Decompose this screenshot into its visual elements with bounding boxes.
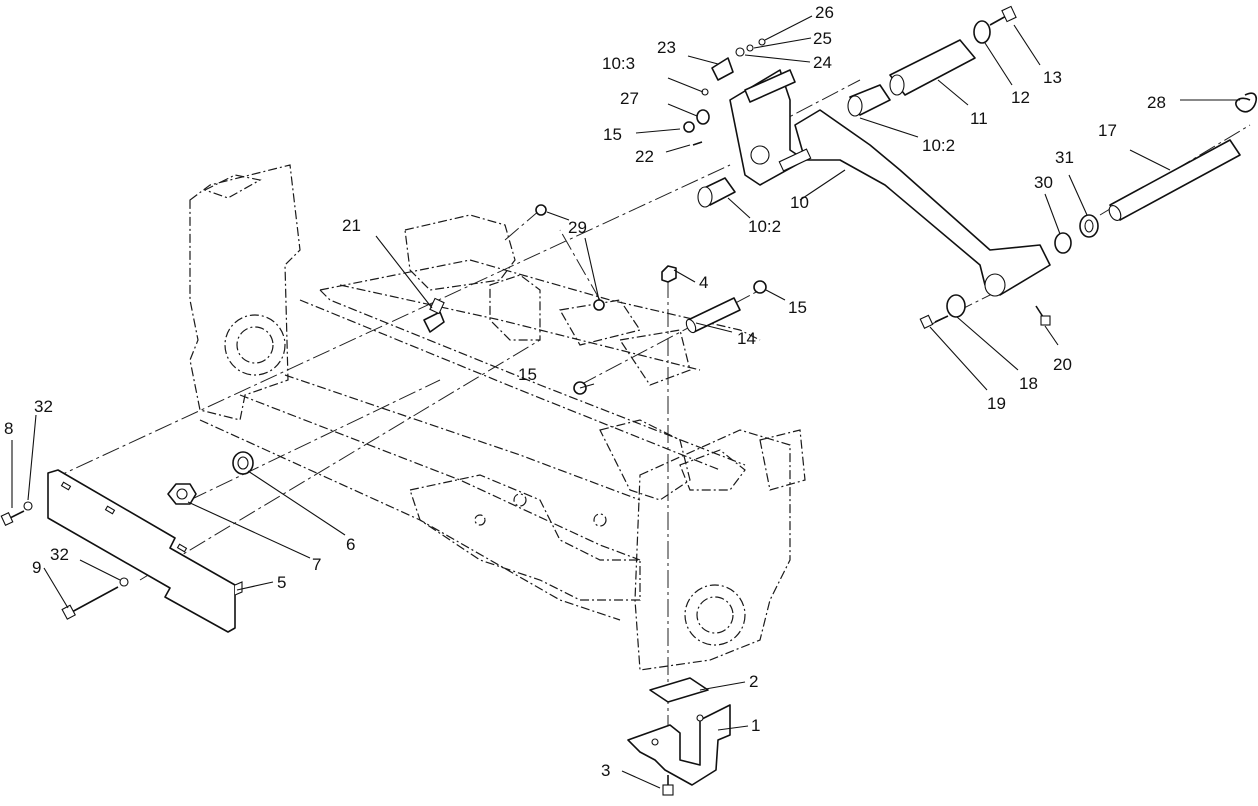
callout-3: 3 bbox=[601, 761, 610, 780]
callout-17: 17 bbox=[1098, 121, 1117, 140]
callout-15-lower: 15 bbox=[518, 365, 537, 384]
pad-2 bbox=[649, 677, 709, 703]
callout-30: 30 bbox=[1034, 173, 1053, 192]
callout-13: 13 bbox=[1043, 68, 1062, 87]
callout-10: 10 bbox=[790, 193, 809, 212]
clip-15-right bbox=[753, 280, 767, 294]
callout-23: 23 bbox=[657, 38, 676, 57]
callout-32-bottom: 32 bbox=[50, 545, 69, 564]
bolt-3 bbox=[662, 775, 674, 796]
callout-24: 24 bbox=[813, 53, 832, 72]
bushing-10-2-upper bbox=[847, 84, 891, 117]
callout-8: 8 bbox=[4, 419, 13, 438]
callout-26: 26 bbox=[815, 3, 834, 22]
pin-17 bbox=[1108, 139, 1241, 221]
washer-30 bbox=[1054, 232, 1072, 254]
washer-27 bbox=[696, 109, 710, 125]
centerlines bbox=[49, 79, 1251, 770]
callout-28: 28 bbox=[1147, 93, 1166, 112]
callout-29: 29 bbox=[568, 218, 587, 237]
washer-18 bbox=[946, 294, 966, 318]
pedal-arm-10 bbox=[729, 69, 1051, 297]
callouts: 1 2 3 4 5 6 7 8 9 10 10:2 10:2 10:3 11 1… bbox=[4, 3, 1166, 780]
callout-5: 5 bbox=[277, 573, 286, 592]
shaft-11 bbox=[889, 39, 976, 96]
callout-20: 20 bbox=[1053, 355, 1072, 374]
washer-12 bbox=[973, 20, 991, 44]
callout-1: 1 bbox=[751, 716, 760, 735]
washer-25 bbox=[746, 44, 754, 52]
callout-18: 18 bbox=[1019, 374, 1038, 393]
callout-4: 4 bbox=[699, 273, 708, 292]
callout-31: 31 bbox=[1055, 148, 1074, 167]
callout-15-top: 15 bbox=[603, 125, 622, 144]
leader-lines bbox=[11, 15, 1240, 789]
bolt-19 bbox=[919, 314, 949, 329]
callout-7: 7 bbox=[312, 555, 321, 574]
shield-plate bbox=[47, 469, 243, 633]
callout-14: 14 bbox=[737, 329, 756, 348]
nut-29-bottom bbox=[593, 299, 605, 311]
hitch-pin-28 bbox=[1235, 92, 1257, 113]
bolt-8 bbox=[0, 501, 33, 526]
nut-26 bbox=[758, 38, 766, 46]
bracket-1 bbox=[627, 704, 731, 786]
pin-14 bbox=[685, 297, 741, 334]
callout-11: 11 bbox=[970, 109, 988, 128]
callout-21: 21 bbox=[342, 216, 361, 235]
callout-10-2-upper: 10:2 bbox=[922, 136, 955, 155]
callout-12: 12 bbox=[1011, 88, 1030, 107]
washer-24 bbox=[735, 47, 745, 57]
callout-2: 2 bbox=[749, 672, 758, 691]
callout-27: 27 bbox=[620, 89, 639, 108]
callout-25: 25 bbox=[813, 29, 832, 48]
bolt-13 bbox=[989, 5, 1017, 26]
bracket-23 bbox=[711, 57, 734, 81]
callout-32-top: 32 bbox=[34, 397, 53, 416]
bolt-9 bbox=[61, 577, 129, 620]
callout-10-3: 10:3 bbox=[602, 54, 635, 73]
bushing-10-2-lower bbox=[697, 177, 736, 208]
bolt-20 bbox=[1035, 305, 1051, 326]
nut-29-top bbox=[535, 204, 547, 216]
bolt-4 bbox=[661, 265, 677, 283]
callout-15-right: 15 bbox=[788, 298, 807, 317]
callout-10-2-lower: 10:2 bbox=[748, 217, 781, 236]
fitting-21 bbox=[423, 297, 445, 333]
clip-15-top bbox=[683, 121, 695, 133]
phantom-frame bbox=[189, 164, 806, 671]
callout-6: 6 bbox=[346, 535, 355, 554]
callout-9: 9 bbox=[32, 558, 41, 577]
callout-22: 22 bbox=[635, 147, 654, 166]
parts bbox=[0, 5, 1257, 796]
pin-22 bbox=[692, 141, 703, 146]
callout-19: 19 bbox=[987, 394, 1006, 413]
